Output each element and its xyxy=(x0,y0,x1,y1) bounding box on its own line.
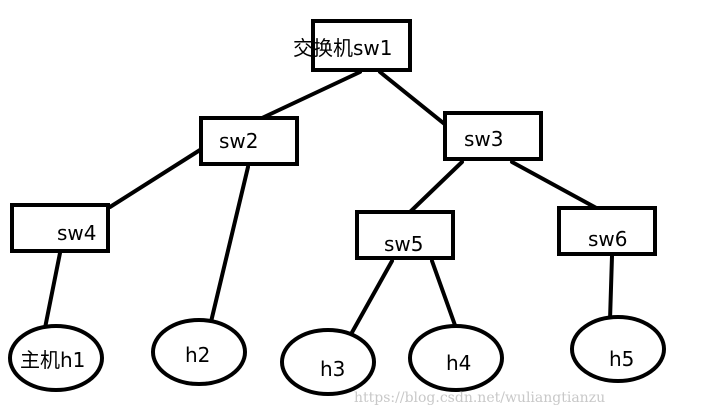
edge-sw1-sw3 xyxy=(378,70,454,132)
switch-sw3: sw3 xyxy=(443,111,543,161)
switch-sw1-label: 交换机sw1 xyxy=(293,36,393,60)
watermark-text: https://blog.csdn.net/wuliangtianzu xyxy=(354,390,605,406)
switch-sw4: sw4 xyxy=(10,203,110,253)
switch-sw6-label: sw6 xyxy=(588,227,628,251)
edge-sw1-sw2 xyxy=(260,70,362,120)
switch-sw5-label: sw5 xyxy=(384,232,424,256)
host-h2-label: h2 xyxy=(185,343,210,367)
edge-sw3-sw5 xyxy=(408,160,464,214)
edge-sw2-h2 xyxy=(208,165,250,328)
switch-sw2-label: sw2 xyxy=(219,129,259,153)
switch-sw6: sw6 xyxy=(557,206,657,256)
switch-sw1: 交换机sw1 xyxy=(293,19,412,72)
host-h5: h5 xyxy=(570,315,666,383)
switch-sw2: sw2 xyxy=(199,116,299,166)
edge-sw5-h3 xyxy=(348,259,394,338)
host-h1: 主机h1 xyxy=(8,324,104,392)
edge-sw3-sw6 xyxy=(510,160,602,212)
host-h4: h4 xyxy=(408,324,504,392)
edge-sw2-sw4 xyxy=(108,148,202,209)
switch-sw3-label: sw3 xyxy=(464,127,504,151)
host-h2: h2 xyxy=(151,318,247,386)
switch-sw5: sw5 xyxy=(355,210,455,260)
host-h3: h3 xyxy=(280,328,376,396)
switch-sw4-label: sw4 xyxy=(57,221,97,245)
edge-sw5-h4 xyxy=(430,259,458,330)
edge-sw4-h1 xyxy=(43,251,62,330)
host-h3-label: h3 xyxy=(320,357,345,381)
host-h4-label: h4 xyxy=(446,351,471,375)
edge-sw6-h5 xyxy=(608,254,614,322)
host-h5-label: h5 xyxy=(609,347,634,371)
host-h1-label: 主机h1 xyxy=(20,348,85,372)
